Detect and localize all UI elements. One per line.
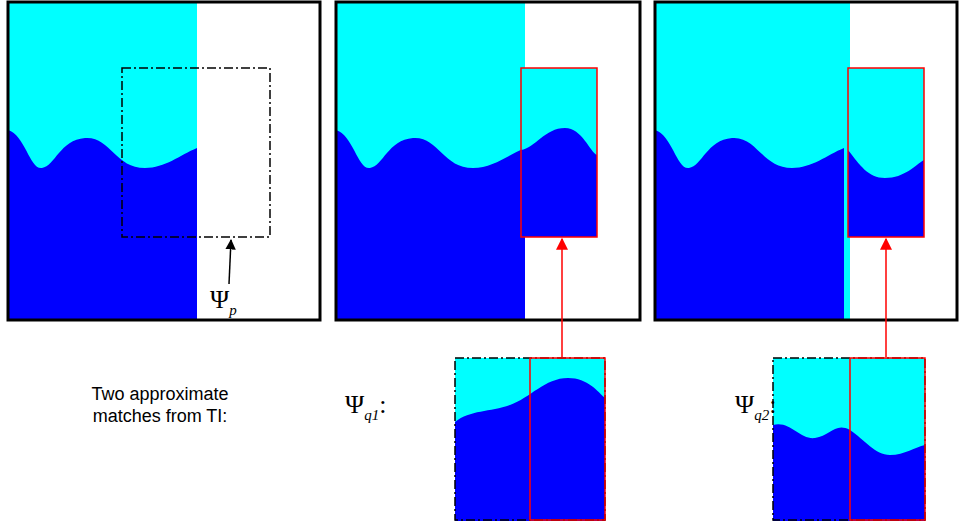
simulation-panel [655,2,957,320]
patch-symbol: Ψq2: [735,390,776,424]
simulation-panel [336,2,640,320]
paste-arrow [561,239,563,357]
pasted-patch [848,68,924,237]
training-image-match [773,239,925,521]
pasted-patch [521,68,597,237]
training-image-match [455,239,605,521]
simulation-panel [8,2,320,320]
patch-symbol: Ψp [210,285,237,319]
facies-blue [8,130,197,320]
leader-arrow [229,240,231,284]
template-window [122,68,270,237]
paste-arrow [885,239,887,357]
patch-symbol: Ψq1: [345,390,386,424]
caption-note: Two approximate matches from TI: [55,383,265,427]
